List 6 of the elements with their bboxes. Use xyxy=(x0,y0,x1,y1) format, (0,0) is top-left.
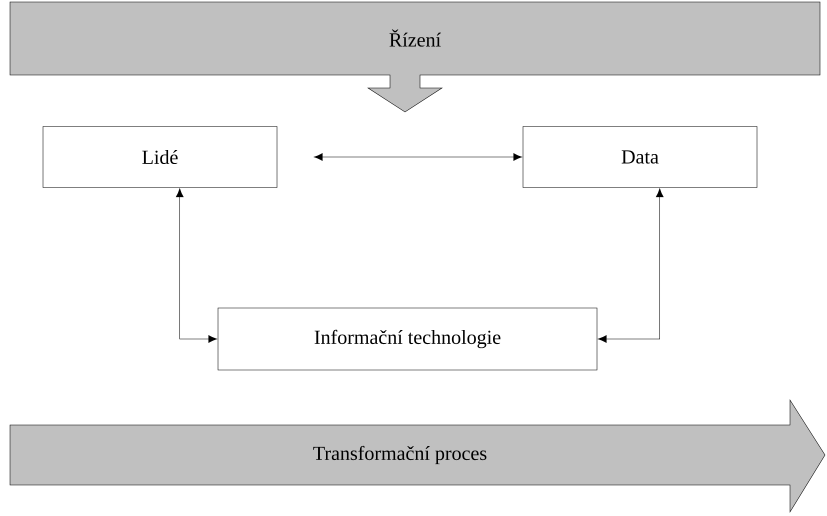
arrow xyxy=(314,153,522,161)
process-box: Informační technologie xyxy=(218,308,598,370)
process-box: Lidé xyxy=(42,126,278,188)
process-box: Data xyxy=(522,126,758,188)
arrow xyxy=(598,188,664,343)
arrow xyxy=(176,188,218,343)
